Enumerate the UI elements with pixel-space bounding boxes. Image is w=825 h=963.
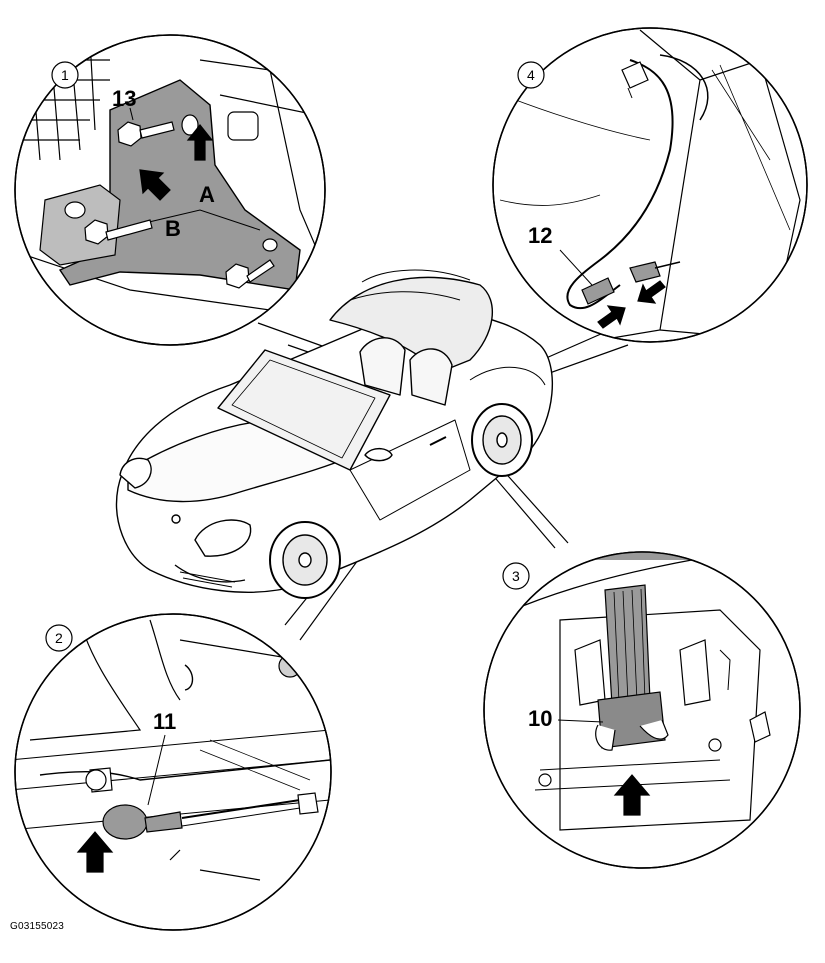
detail-1: 13 A B 1 bbox=[14, 34, 326, 346]
callout-B: B bbox=[165, 216, 181, 241]
detail-3-number: 3 bbox=[512, 568, 520, 584]
callout-13: 13 bbox=[112, 86, 136, 111]
callout-10: 10 bbox=[528, 706, 552, 731]
callout-12: 12 bbox=[528, 223, 552, 248]
detail-2: 11 2 bbox=[14, 613, 332, 931]
detail-4-number: 4 bbox=[527, 67, 535, 83]
callout-11: 11 bbox=[153, 709, 176, 734]
detail-4: 12 4 bbox=[492, 27, 808, 343]
detail-3-number-badge: 3 bbox=[502, 562, 530, 590]
roadster-car bbox=[115, 269, 554, 599]
detail-2-number-badge: 2 bbox=[45, 624, 73, 652]
figure-id: G03155023 bbox=[10, 921, 65, 932]
detail-4-number-badge: 4 bbox=[517, 61, 545, 89]
detail-3: 10 3 bbox=[483, 551, 801, 869]
callout-A: A bbox=[199, 182, 215, 207]
detail-1-number: 1 bbox=[61, 67, 69, 83]
detail-2-number: 2 bbox=[55, 630, 63, 646]
detail-1-number-badge: 1 bbox=[51, 61, 79, 89]
